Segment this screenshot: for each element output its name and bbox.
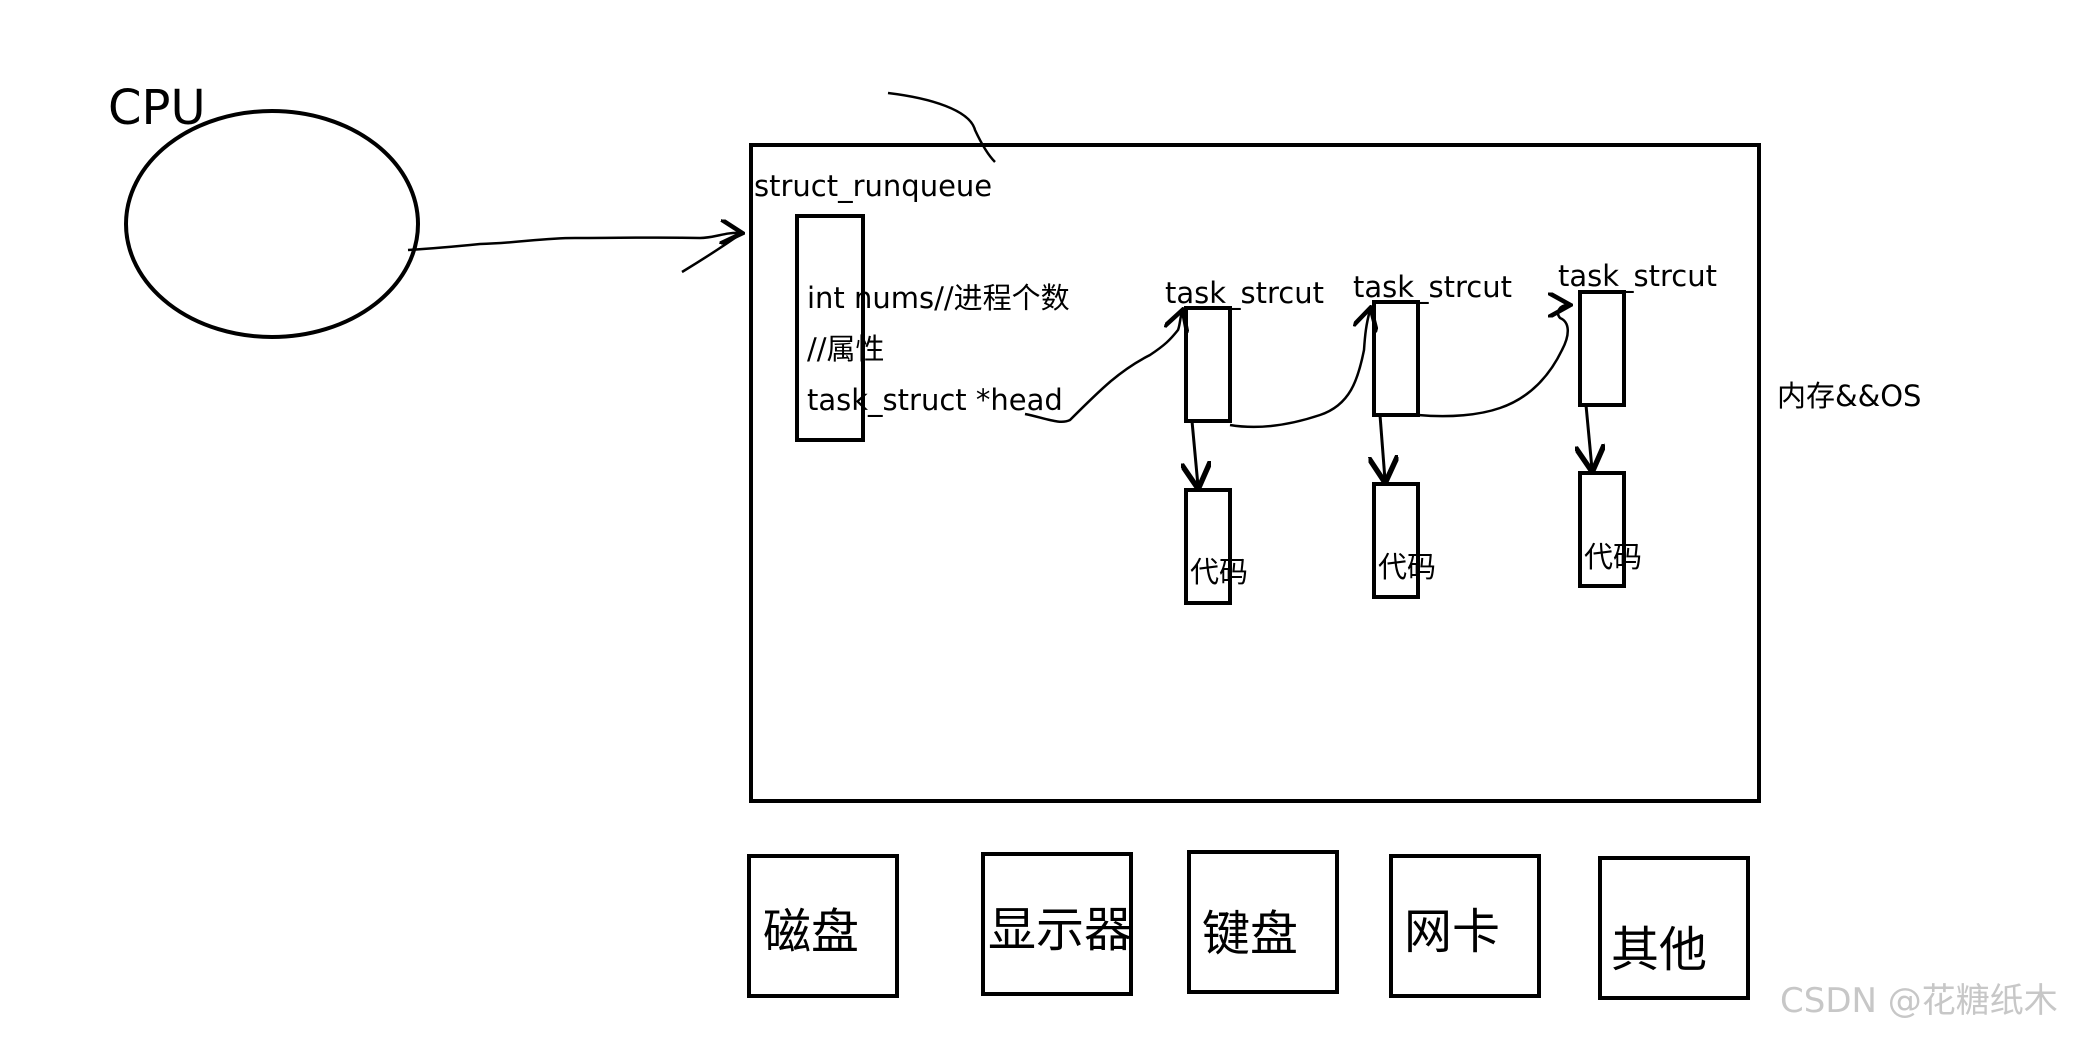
task2-to-code2-arrow: [1380, 414, 1385, 480]
device-box-3: [1187, 850, 1339, 994]
runqueue-title: struct_runqueue: [754, 169, 993, 203]
device-label-monitor: 显示器: [988, 902, 1133, 958]
task-rect-2: [1372, 300, 1420, 417]
device-box-2: [981, 852, 1133, 996]
runqueue-rect: [795, 214, 865, 442]
task-rect-1: [1184, 306, 1232, 423]
memory-label: 内存&&OS: [1777, 379, 1922, 413]
runqueue-field-attr: //属性: [807, 332, 885, 366]
task-label-3: task_strcut: [1558, 259, 1718, 293]
task-rect-3: [1578, 290, 1626, 407]
cpu-label: CPU: [108, 80, 206, 136]
task3-to-code3-arrow: [1586, 404, 1592, 469]
device-label-other: 其他: [1611, 922, 1708, 978]
device-box-1: [747, 854, 899, 998]
code-label-3: 代码: [1584, 540, 1643, 574]
device-box-4: [1389, 854, 1541, 998]
code-label-2: 代码: [1378, 550, 1437, 584]
watermark: CSDN @花糖纸木: [1780, 981, 2058, 1021]
head-to-task1-arrow: [1024, 312, 1182, 423]
device-label-keyboard: 键盘: [1202, 906, 1299, 962]
stray-stroke: [887, 91, 996, 163]
task2-to-task3-arrow: [1417, 305, 1568, 418]
task-label-1: task_strcut: [1165, 276, 1325, 310]
runqueue-field-head: task_struct *head: [807, 383, 1063, 417]
code-label-1: 代码: [1190, 555, 1249, 589]
runqueue-field-nums: int nums//进程个数: [807, 281, 1070, 315]
task1-to-code1-arrow: [1192, 420, 1198, 486]
device-box-5: [1598, 856, 1750, 1000]
memory-box: [749, 143, 1761, 803]
cpu-arrow-tail: [681, 231, 743, 274]
task-label-2: task_strcut: [1353, 270, 1513, 304]
cpu-ellipse: [124, 109, 420, 339]
device-label-disk: 磁盘: [763, 904, 860, 960]
task1-to-task2-arrow: [1229, 310, 1370, 429]
cpu-to-runqueue-arrow: [407, 233, 740, 252]
device-label-nic: 网卡: [1404, 904, 1501, 960]
